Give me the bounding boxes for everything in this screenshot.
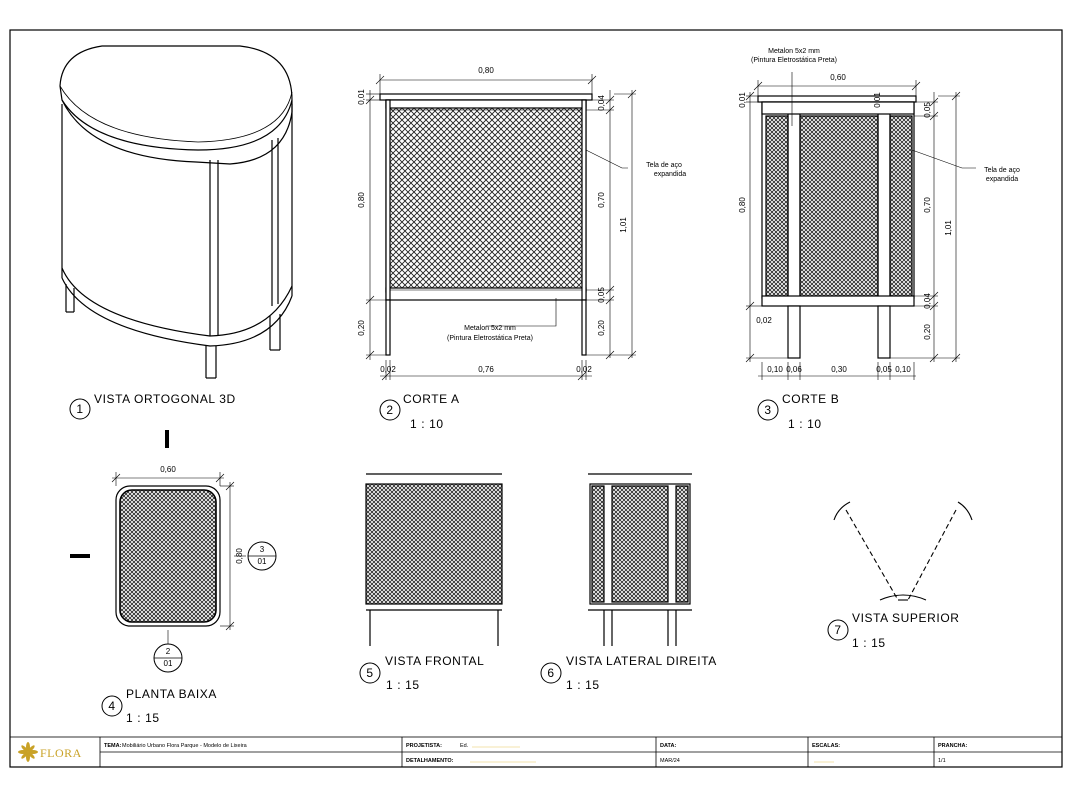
- corte-b-left-leg: 0,02: [756, 316, 772, 325]
- corte-a-body-height: 0,80: [357, 192, 366, 208]
- view-3-title: CORTE B: [782, 392, 839, 406]
- section-marker-b: 3 01: [247, 541, 277, 571]
- view-4-label: 4 PLANTA BAIXA 1 : 15: [101, 687, 217, 725]
- corte-b-bottom-3: 0,30: [831, 365, 847, 374]
- view-2-number: 2: [386, 403, 393, 417]
- corte-b-note-metalon-2: (Pintura Eletrostática Preta): [751, 57, 837, 64]
- corte-a-note-metalon-1: Metalon 5x2 mm: [464, 325, 516, 332]
- corte-b-bottom-2: 0,06: [786, 365, 802, 374]
- view-2-label: 2 CORTE A 1 : 10: [379, 392, 460, 431]
- corte-b-note-mesh-1: Tela de aço: [984, 167, 1020, 174]
- prancha-value: 1/1: [938, 758, 946, 764]
- view-5-number: 5: [366, 666, 373, 680]
- corte-a-bottom-right: 0,02: [576, 365, 592, 374]
- view-5-label: 5 VISTA FRONTAL 1 : 15: [359, 654, 484, 692]
- view-7-number: 7: [834, 623, 841, 637]
- corte-a-note-mesh-2: expandida: [654, 171, 686, 178]
- corte-b-body-height: 0,80: [738, 197, 747, 213]
- section-a-sheet: 01: [164, 659, 173, 668]
- view-superior: [833, 501, 973, 601]
- view-2-scale: 1 : 10: [410, 417, 444, 431]
- planta-depth: 0,80: [235, 548, 244, 564]
- corte-a-total-height: 1,01: [619, 217, 628, 233]
- cut-mark-top: [165, 430, 169, 448]
- view-1-label: 1 VISTA ORTOGONAL 3D: [69, 392, 236, 420]
- corte-a-right-mesh: 0,70: [597, 192, 606, 208]
- section-b-sheet: 01: [258, 557, 267, 566]
- view-5-scale: 1 : 15: [386, 678, 420, 692]
- view-1-title: VISTA ORTOGONAL 3D: [94, 392, 236, 406]
- view-3-scale: 1 : 10: [788, 417, 822, 431]
- corte-a-right-bottom: 0,05: [597, 287, 606, 303]
- corte-a-bottom-left: 0,02: [380, 365, 396, 374]
- detalhamento-label: DETALHAMENTO:: [406, 758, 454, 764]
- view-7-scale: 1 : 15: [852, 636, 886, 650]
- title-block: FLORA TEMA: Mobiliário Urbano Flora Parq…: [9, 736, 1063, 768]
- corte-a-bottom-mid: 0,76: [478, 365, 494, 374]
- view-1-number: 1: [76, 402, 83, 416]
- prancha-label: PRANCHA:: [938, 743, 968, 749]
- view-6-label: 6 VISTA LATERAL DIREITA 1 : 15: [540, 654, 717, 692]
- corte-b-right-mesh: 0,70: [923, 197, 932, 213]
- view-4-number: 4: [108, 699, 115, 713]
- view-planta-baixa: 0,60 0,80 3 01 2 01: [70, 430, 277, 673]
- corte-b-note-mesh-2: expandida: [986, 176, 1018, 183]
- corte-a-top-width: 0,80: [478, 66, 494, 75]
- corte-b-bottom-5: 0,10: [895, 365, 911, 374]
- view-6-scale: 1 : 15: [566, 678, 600, 692]
- corte-a-right-leg: 0,20: [597, 320, 606, 336]
- view-3-number: 3: [764, 403, 771, 417]
- corte-a-top-thickness: 0,01: [357, 89, 366, 105]
- view-7-title: VISTA SUPERIOR: [852, 611, 960, 625]
- view-6-title: VISTA LATERAL DIREITA: [566, 654, 717, 668]
- corte-b-top-thickness-2: 0,01: [873, 92, 882, 108]
- data-value: MAR/24: [660, 758, 680, 764]
- corte-a-note-metalon-2: (Pintura Eletrostática Preta): [447, 335, 533, 342]
- corte-b-right-leg: 0,20: [923, 324, 932, 340]
- corte-a-note-mesh-1: Tela de aço: [646, 162, 682, 169]
- corte-b-right-top: 0,05: [923, 102, 932, 118]
- corte-b-right-bottom: 0,04: [923, 293, 932, 309]
- view-5-title: VISTA FRONTAL: [385, 654, 484, 668]
- corte-b-bottom-4: 0,05: [876, 365, 892, 374]
- corte-b-bottom-1: 0,10: [767, 365, 783, 374]
- view-6-number: 6: [547, 666, 554, 680]
- view-7-label: 7 VISTA SUPERIOR 1 : 15: [827, 611, 960, 650]
- corte-b-total-height: 1,01: [944, 220, 953, 236]
- escalas-label: ESCALAS:: [812, 743, 840, 749]
- corte-a-right-top: 0,04: [597, 95, 606, 111]
- flora-logo: FLORA: [18, 742, 82, 762]
- projetista-label: PROJETISTA:: [406, 743, 442, 749]
- view-3-label: 3 CORTE B 1 : 10: [757, 392, 839, 431]
- view-4-title: PLANTA BAIXA: [126, 687, 217, 701]
- flower-icon: [18, 742, 38, 762]
- view-3d: [59, 45, 293, 379]
- view-4-scale: 1 : 15: [126, 711, 160, 725]
- planta-width: 0,60: [160, 465, 176, 474]
- corte-b-note-metalon-1: Metalon 5x2 mm: [768, 48, 820, 55]
- cut-mark-left: [70, 554, 90, 558]
- logo-text: FLORA: [40, 746, 82, 760]
- view-2-title: CORTE A: [403, 392, 460, 406]
- data-label: DATA:: [660, 743, 676, 749]
- tema-value: Mobiliário Urbano Flora Parque - Modelo …: [122, 743, 248, 749]
- view-corte-a: 0,80 0,01 0,80 0,20 0,04 0,70 0,05 0,20 …: [357, 66, 686, 381]
- view-frontal: [365, 473, 503, 646]
- corte-b-top-thickness: 0,01: [738, 92, 747, 108]
- corte-b-top-width: 0,60: [830, 73, 846, 82]
- section-b-number: 3: [260, 545, 265, 554]
- corte-a-leg-height: 0,20: [357, 320, 366, 336]
- section-marker-a: 2 01: [153, 643, 183, 673]
- section-a-number: 2: [166, 647, 171, 656]
- view-lateral-direita: [588, 473, 692, 646]
- view-corte-b: Metalon 5x2 mm (Pintura Eletrostática Pr…: [738, 48, 1020, 380]
- tema-label: TEMA:: [104, 743, 122, 749]
- projetista-value: Ed.: [460, 743, 469, 749]
